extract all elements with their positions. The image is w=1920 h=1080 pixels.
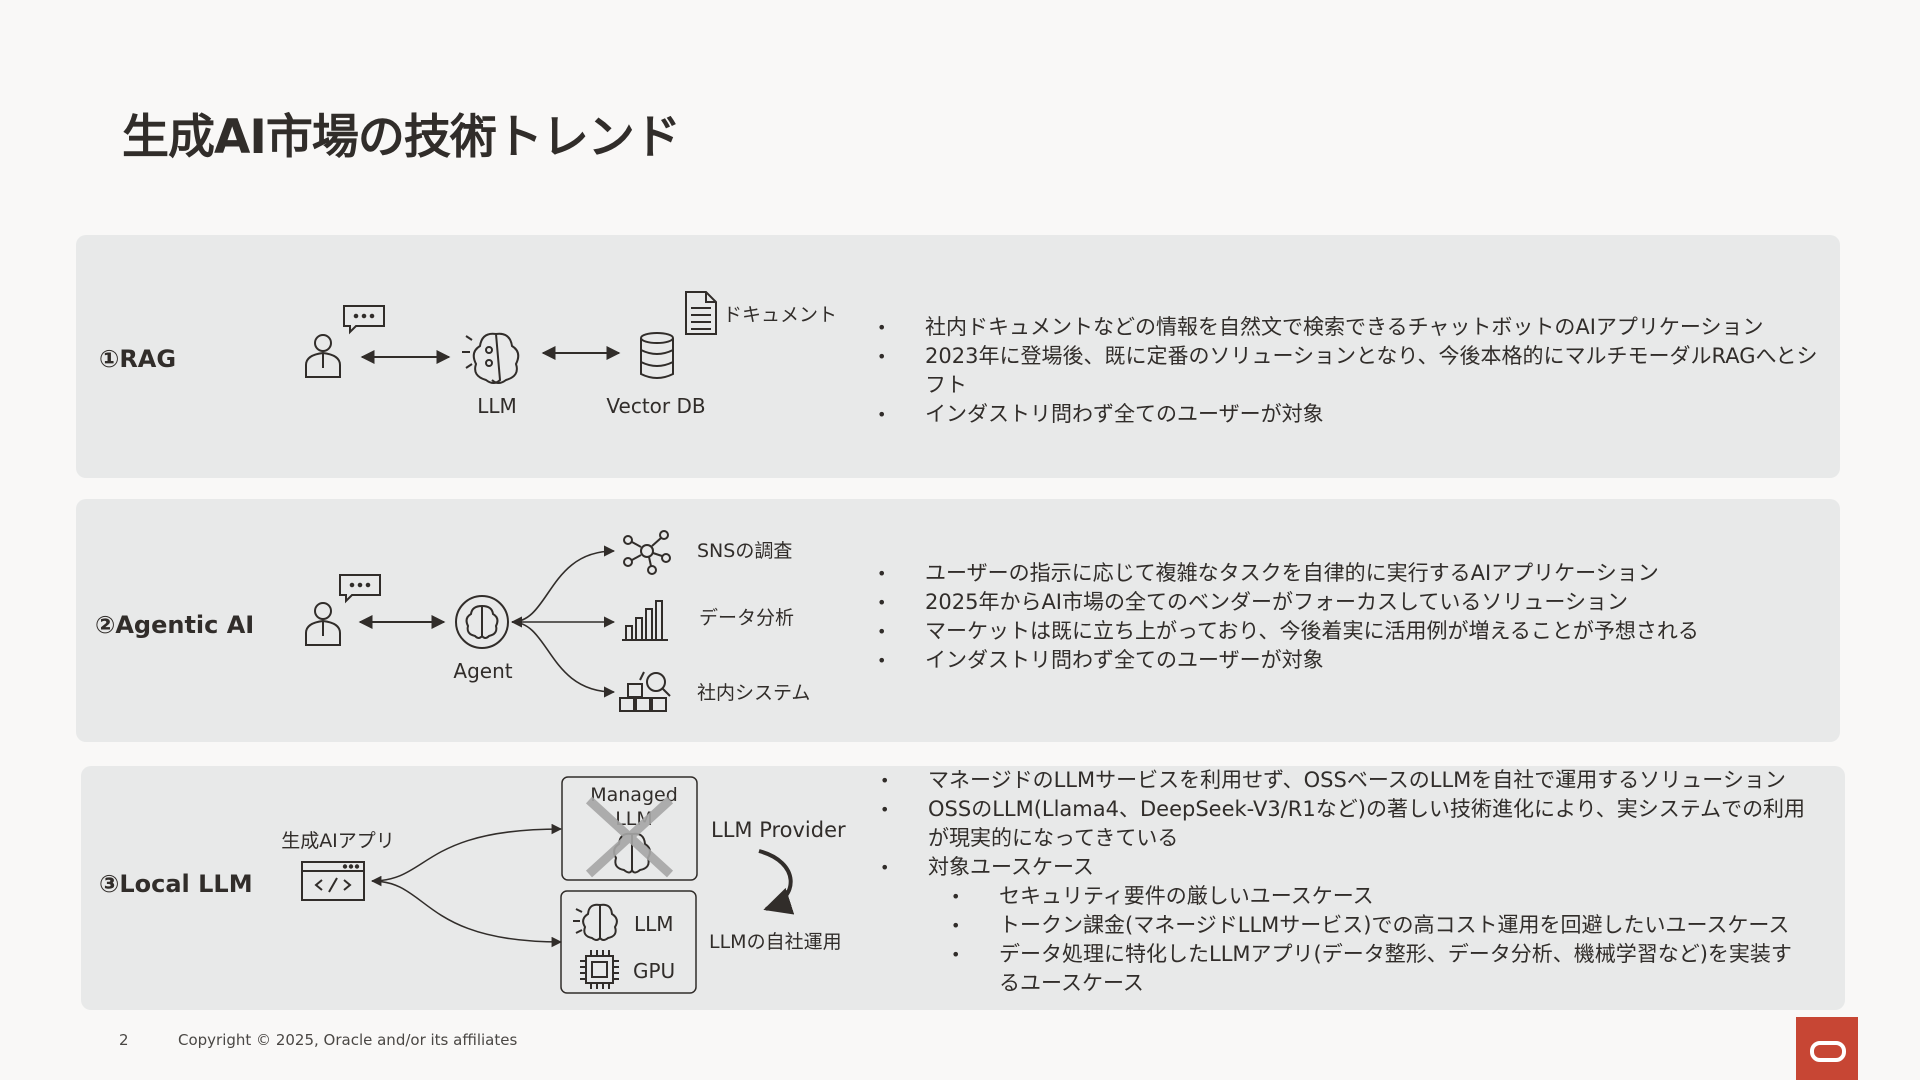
list-item: インダストリ問わず全てのユーザーが対象	[877, 400, 1827, 429]
list-item: ユーザーの指示に応じて複雑なタスクを自律的に実行するAIアプリケーション	[877, 559, 1827, 588]
list-item: 2025年からAI市場の全てのベンダーがフォーカスしているソリューション	[877, 588, 1827, 617]
list-item: インダストリ問わず全てのユーザーが対象	[877, 646, 1827, 675]
agent-branch-arrows	[510, 545, 616, 698]
network-icon	[623, 530, 671, 575]
blocks-search-icon	[619, 671, 671, 712]
rag-llm-label: LLM	[477, 394, 517, 418]
bar-chart-icon	[622, 600, 668, 641]
user-icon	[305, 334, 341, 378]
local-bullet-list: マネージドのLLMサービスを利用せず、OSSベースのLLMを自社で運用するソリュ…	[880, 766, 1810, 998]
gpu-label: GPU	[633, 959, 675, 983]
brain-icon	[455, 595, 509, 649]
provider-to-inhouse-arrow	[758, 849, 795, 915]
brain-icon	[462, 332, 520, 384]
brain-icon	[573, 903, 618, 941]
app-label: 生成AIアプリ	[281, 830, 395, 852]
rag-bullet-list: 社内ドキュメントなどの情報を自然文で検索できるチャットボットのAIアプリケーショ…	[877, 313, 1827, 429]
rag-section-label: ①RAG	[99, 345, 177, 373]
agent-label: Agent	[453, 659, 512, 683]
local-llm-label: LLM	[634, 912, 674, 936]
sub-list-item: データ処理に特化したLLMアプリ(データ整形、データ分析、機械学習など)を実装す…	[880, 940, 1810, 998]
cross-icon	[585, 796, 674, 878]
chat-bubble-icon	[343, 305, 385, 335]
page-number: 2	[119, 1031, 129, 1049]
rag-document-label: ドキュメント	[723, 304, 837, 326]
managed-llm-box	[561, 776, 698, 881]
local-llm-section-label: ③Local LLM	[99, 870, 253, 898]
page-title: 生成AI市場の技術トレンド	[122, 110, 681, 165]
tool-sns-label: SNSの調査	[697, 540, 792, 562]
copyright-text: Copyright © 2025, Oracle and/or its affi…	[178, 1031, 518, 1049]
list-item: 対象ユースケース	[880, 853, 1810, 882]
agentic-bullet-list: ユーザーの指示に応じて複雑なタスクを自律的に実行するAIアプリケーション 202…	[877, 559, 1827, 675]
list-item: OSSのLLM(Llama4、DeepSeek-V3/R1など)の著しい技術進化…	[880, 795, 1810, 853]
database-icon	[640, 332, 674, 379]
user-icon	[305, 602, 341, 646]
oracle-logo-ring	[1810, 1041, 1846, 1062]
sub-list-item: セキュリティ要件の厳しいユースケース	[880, 882, 1810, 911]
list-item: 社内ドキュメントなどの情報を自然文で検索できるチャットボットのAIアプリケーショ…	[877, 313, 1827, 342]
inhouse-llm-box	[560, 890, 697, 994]
tool-data-label: データ分析	[699, 607, 794, 629]
rag-vectordb-label: Vector DB	[606, 394, 705, 418]
chat-bubble-icon	[339, 574, 381, 604]
agentic-section-label: ②Agentic AI	[95, 611, 255, 639]
provider-label: LLM Provider	[711, 818, 846, 842]
tool-system-label: 社内システム	[697, 682, 810, 704]
code-window-icon	[301, 861, 365, 901]
oracle-logo	[1796, 1017, 1858, 1080]
sub-list-item: トークン課金(マネージドLLMサービス)での高コスト運用を回避したいユースケース	[880, 911, 1810, 940]
document-icon	[685, 291, 717, 335]
list-item: マーケットは既に立ち上がっており、今後着実に活用例が増えることが予想される	[877, 617, 1827, 646]
list-item: マネージドのLLMサービスを利用せず、OSSベースのLLMを自社で運用するソリュ…	[880, 766, 1810, 795]
inhouse-label: LLMの自社運用	[709, 931, 842, 953]
managed-label-line1: Managed	[590, 784, 678, 806]
chip-icon	[580, 950, 619, 989]
app-branch-arrows	[370, 823, 563, 948]
list-item: 2023年に登場後、既に定番のソリューションとなり、今後本格的にマルチモーダルR…	[877, 342, 1827, 400]
